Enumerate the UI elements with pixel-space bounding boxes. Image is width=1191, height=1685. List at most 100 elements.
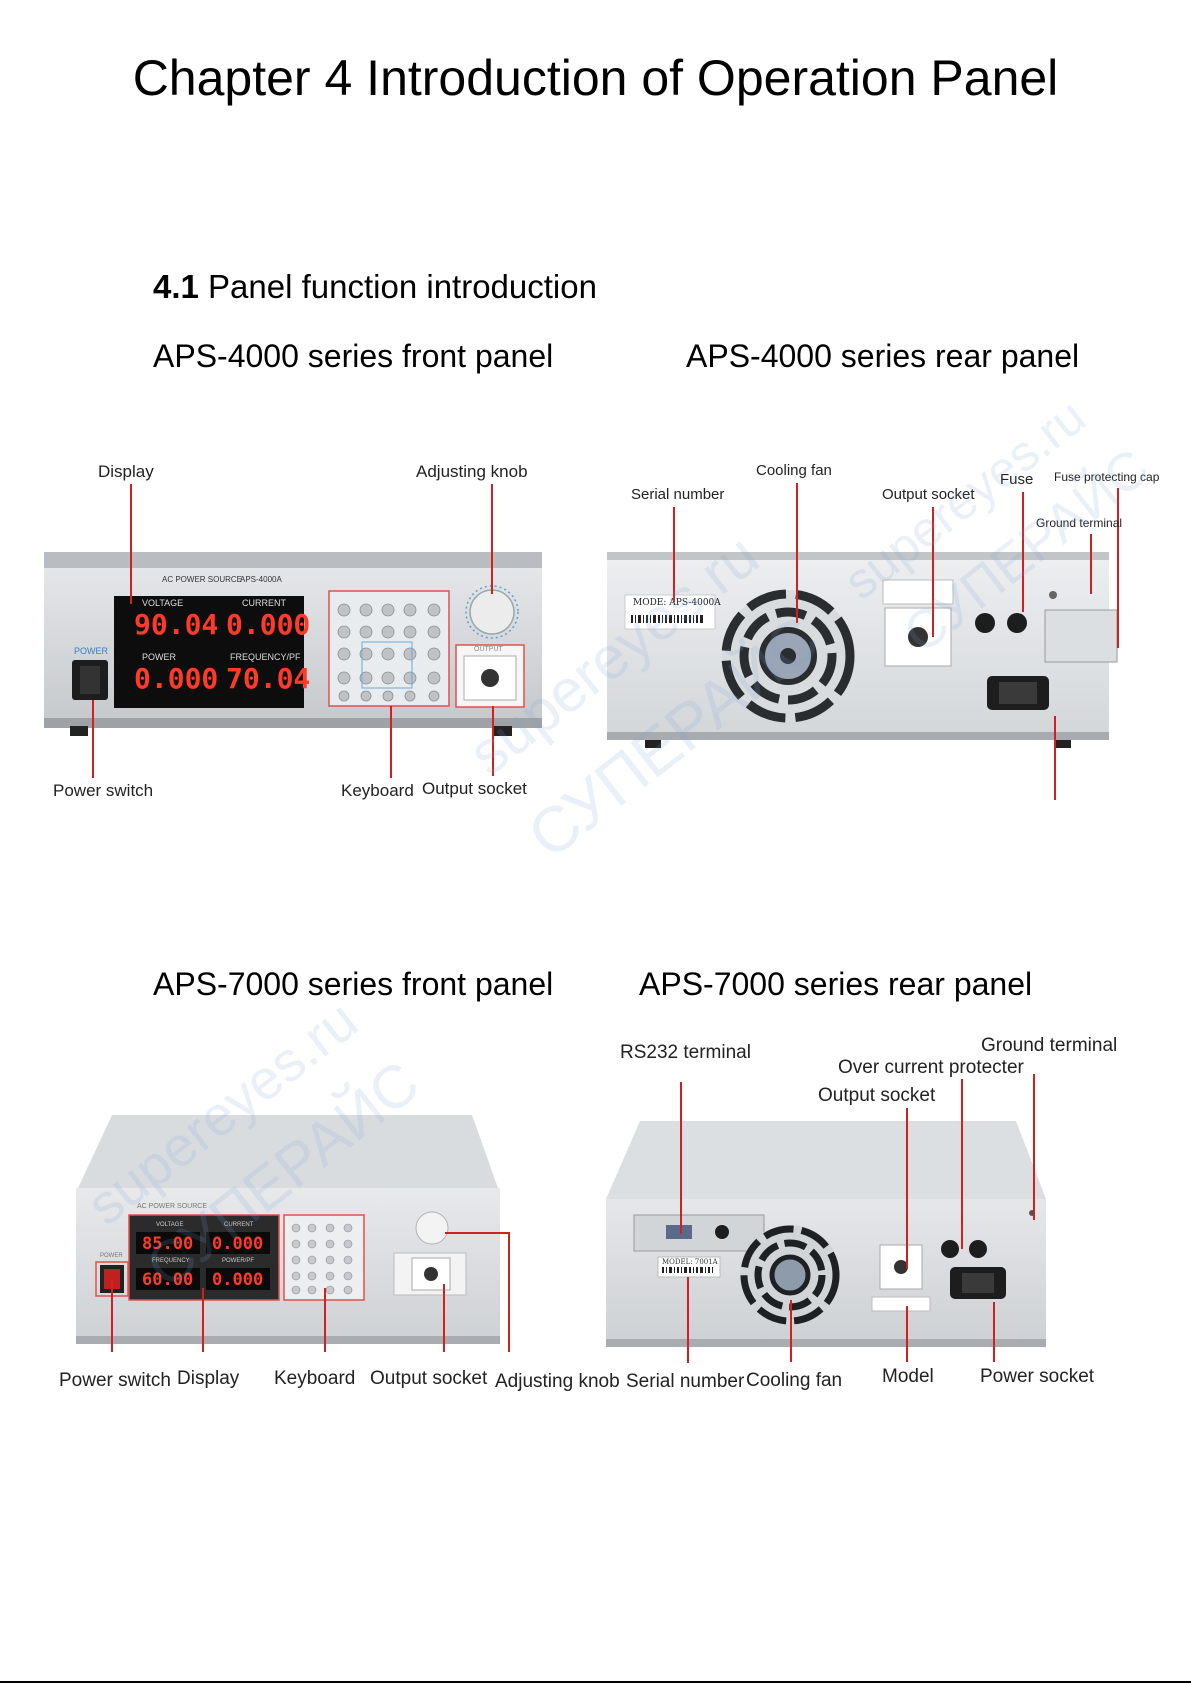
barcode xyxy=(631,615,703,623)
leader-knob-7000 xyxy=(508,1232,510,1352)
frequency-label: FREQUENCY xyxy=(152,1258,190,1264)
power-window xyxy=(206,1268,270,1290)
aps4000-front-heading: APS-4000 series front panel xyxy=(153,338,554,374)
label-rear-output-socket: Output socket xyxy=(882,486,975,503)
label-adjusting-knob-7000: Adjusting knob xyxy=(495,1371,620,1392)
aps4000-front-figure: AC POWER SOURCE APS-4000A VOLTAGE CURREN… xyxy=(44,460,544,810)
chassis-top xyxy=(78,1115,498,1188)
foot xyxy=(70,726,88,736)
fan-grill-outer xyxy=(721,589,855,723)
power-button-label: POWER xyxy=(100,1253,123,1259)
frequency-readout: 60.00 xyxy=(142,1270,194,1290)
current-label: CURRENT xyxy=(242,598,286,608)
frequency-window xyxy=(136,1268,200,1290)
leader-fuse-cap xyxy=(1117,488,1119,648)
leader-fuse xyxy=(1022,492,1024,612)
leader-display xyxy=(130,484,132,604)
label-output-socket-7000-rear: Output socket xyxy=(818,1085,936,1106)
label-fuse-cap: Fuse protecting cap xyxy=(1054,470,1160,484)
footer-rule xyxy=(0,1681,1191,1683)
display-panel xyxy=(114,596,304,708)
section-heading: 4.1 Panel function introduction xyxy=(153,268,597,306)
rear-output-socket-hole xyxy=(908,627,928,647)
label-keyboard-7000: Keyboard xyxy=(274,1368,356,1389)
power-button-label: POWER xyxy=(74,646,109,656)
power-switch-rocker xyxy=(104,1269,120,1289)
keyboard-group-box xyxy=(361,641,413,689)
leader-knob-7000-h xyxy=(445,1232,509,1234)
front-brand: AC POWER SOURCE xyxy=(137,1203,208,1210)
rear-model-text: MODE: APS-4000A xyxy=(633,598,721,608)
frequency-label: FREQUENCY/PF xyxy=(230,652,301,662)
leader-power-switch-7000 xyxy=(111,1280,113,1352)
page-title: Chapter 4 Introduction of Operation Pane… xyxy=(132,50,1059,106)
output-label: OUTPUT xyxy=(474,646,503,653)
label-over-current: Over current protecter xyxy=(838,1057,1024,1078)
adjusting-knob-shape xyxy=(469,589,515,635)
label-cooling-fan-7000: Cooling fan xyxy=(746,1370,843,1391)
fuse-holder xyxy=(975,613,995,633)
power-readout: 0.000 xyxy=(212,1270,264,1290)
leader-rs232 xyxy=(680,1082,682,1234)
aps7000-rear-figure: MODEL: 7001A xyxy=(600,1115,1050,1360)
label-keyboard: Keyboard xyxy=(341,781,414,800)
leader-keyboard-7000 xyxy=(324,1288,326,1352)
fan-hub xyxy=(780,648,796,664)
label-fuse: Fuse xyxy=(1000,471,1034,488)
foot xyxy=(645,740,661,748)
keyboard-keys xyxy=(337,603,441,702)
frequency-readout: 70.04 xyxy=(226,662,311,695)
aps7000-front-heading: APS-7000 series front panel xyxy=(153,966,554,1002)
rear-output-socket xyxy=(884,607,952,667)
current-label: CURRENT xyxy=(224,1222,254,1228)
label-ground-terminal: Ground terminal xyxy=(1036,516,1123,530)
voltage-label: VOLTAGE xyxy=(156,1222,184,1228)
aps4000-rear-figure: MODE: APS-4000A xyxy=(605,460,1150,810)
front-model: APS-4000A xyxy=(240,575,282,584)
foot xyxy=(1055,740,1071,748)
leader-output-7000-rear xyxy=(906,1108,908,1268)
rs232-knob xyxy=(715,1225,729,1239)
aps7000-rear-device xyxy=(606,1121,1046,1347)
leader-rear-output xyxy=(932,507,934,637)
label-cooling-fan: Cooling fan xyxy=(756,462,832,479)
over-current-protecter-2 xyxy=(969,1240,987,1258)
label-power-socket-7000: Power socket xyxy=(980,1366,1095,1387)
aps4000-front-device xyxy=(44,552,542,736)
over-current-protecter-1 xyxy=(941,1240,959,1258)
section-number: 4.1 xyxy=(153,268,199,305)
voltage-label: VOLTAGE xyxy=(142,598,184,608)
output-socket-hole xyxy=(481,669,499,687)
leader-over-current xyxy=(961,1079,963,1249)
label-model-7000: Model xyxy=(882,1366,934,1387)
leader-display-7000 xyxy=(202,1288,204,1352)
aps7000-front-figure: AC POWER SOURCE VOLTAGE CURRENT 85.00 0.… xyxy=(72,1110,512,1360)
rear-bottom xyxy=(607,732,1109,740)
power-readout: 0.000 xyxy=(134,662,219,695)
voltage-readout: 85.00 xyxy=(142,1234,194,1254)
power-label: POWER xyxy=(142,652,177,662)
label-serial-number-7000: Serial number xyxy=(626,1371,745,1392)
fan-grill-outer xyxy=(740,1225,840,1325)
label-output-socket: Output socket xyxy=(422,779,527,798)
rear-bottom xyxy=(606,1339,1046,1347)
leader-ground-7000 xyxy=(1033,1074,1035,1220)
aps4000-rear-device xyxy=(607,552,1118,748)
rear-model-text-7000: MODEL: 7001A xyxy=(662,1258,718,1266)
power-inlet-inner xyxy=(999,682,1037,704)
voltage-window xyxy=(136,1232,200,1254)
label-display-7000: Display xyxy=(177,1368,240,1389)
chassis-bottom xyxy=(76,1336,500,1344)
current-readout: 0.000 xyxy=(226,608,311,641)
fan-grill-inner xyxy=(769,1254,811,1296)
barcode xyxy=(662,1267,713,1273)
leader-power-switch xyxy=(92,700,94,778)
label-power-switch-7000: Power switch xyxy=(59,1370,171,1391)
rear-top xyxy=(606,1121,1046,1199)
current-window xyxy=(206,1232,270,1254)
leader-model-7000 xyxy=(906,1306,908,1362)
keyboard-keys xyxy=(291,1223,353,1295)
chassis-top xyxy=(44,552,542,570)
fan-grill-mid xyxy=(739,607,837,705)
leader-output-7000 xyxy=(443,1284,445,1352)
